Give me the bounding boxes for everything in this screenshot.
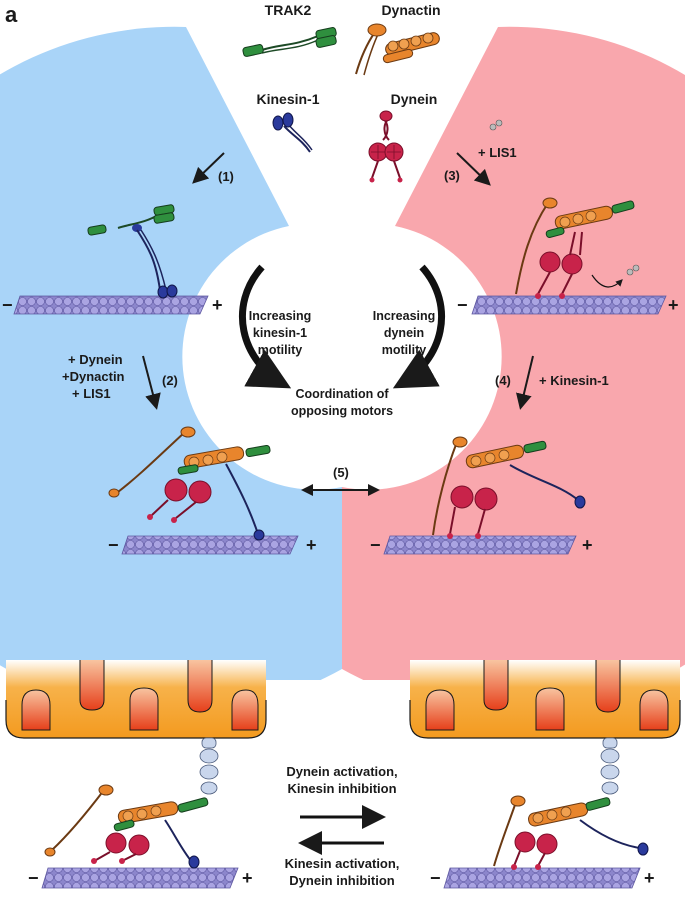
- center-left-line1: Increasing: [249, 309, 312, 323]
- step-5-label: (5): [333, 465, 349, 480]
- complex-b-left: [44, 784, 209, 869]
- arrow-step-3: [456, 152, 491, 186]
- center-right-line3: motility: [382, 343, 426, 357]
- mtbr-minus: −: [430, 868, 441, 888]
- arrow-step-1: [192, 152, 225, 184]
- arrow-step-4: [516, 355, 534, 410]
- panel-a-label: a: [5, 2, 18, 27]
- microtubule-1: − +: [2, 295, 223, 315]
- panel-b-transitions: Dynein activation, Kinesin inhibition Ki…: [285, 764, 400, 888]
- kinesin-half-ring: [0, 26, 342, 680]
- step-2-line3: + LIS1: [72, 386, 111, 401]
- legend-dynactin: Dynactin: [381, 2, 440, 18]
- mt2-plus: +: [306, 535, 317, 555]
- center-right-line2: dynein: [384, 326, 424, 340]
- complex-state-3: [489, 119, 640, 299]
- complex-state-4: [432, 436, 586, 539]
- mitochondrion-left: [5, 660, 267, 739]
- microtubule-b-left: − +: [28, 867, 253, 889]
- legend-dynein: Dynein: [391, 91, 438, 107]
- step-3-label: (3): [444, 168, 460, 183]
- step-3-text: + LIS1: [478, 145, 517, 160]
- arrow-step-2: [142, 355, 161, 410]
- mt4-plus: +: [582, 535, 593, 555]
- trak2-icon: [242, 27, 337, 57]
- dynein-icon: [368, 110, 404, 183]
- legend-trak2: TRAK2: [265, 2, 312, 18]
- center-bottom-line1: Coordination of: [295, 387, 389, 401]
- mitochondrion-right: [409, 660, 681, 739]
- step-4-label: (4): [495, 373, 511, 388]
- microtubule-4: − +: [370, 535, 593, 555]
- left-curved-arrow: [238, 264, 292, 389]
- mtbr-plus: +: [644, 868, 655, 888]
- complex-b-right: [493, 795, 649, 870]
- legend-kinesin: Kinesin-1: [256, 91, 319, 107]
- step-4-text: + Kinesin-1: [539, 373, 609, 388]
- center-left-line2: kinesin-1: [253, 326, 307, 340]
- center-left-line3: motility: [258, 343, 302, 357]
- b-top-line1: Dynein activation,: [286, 764, 397, 779]
- mt3-plus: +: [668, 295, 679, 315]
- microtubule-b-right: − +: [430, 867, 655, 889]
- step-2-line1: + Dynein: [68, 352, 123, 367]
- anchor-left: [199, 737, 219, 795]
- microtubule-3: − +: [457, 295, 679, 315]
- legend: TRAK2 Dynactin Kinesin-1 Dynein: [242, 2, 441, 183]
- center-text: Increasing kinesin-1 motility Increasing…: [249, 309, 436, 418]
- mtbl-plus: +: [242, 868, 253, 888]
- center-right-line1: Increasing: [373, 309, 436, 323]
- mtbl-minus: −: [28, 868, 39, 888]
- complex-state-2: [108, 426, 271, 541]
- microtubule-2: − +: [108, 535, 317, 555]
- b-bottom-line1: Kinesin activation,: [285, 856, 400, 871]
- dynactin-icon: [355, 23, 440, 76]
- kinesin-icon: [272, 112, 313, 153]
- right-curved-arrow: [392, 264, 446, 389]
- mt1-plus: +: [212, 295, 223, 315]
- step-2-line2: +Dynactin: [62, 369, 125, 384]
- dynein-half-ring: [342, 26, 685, 680]
- microtubules: − + − + − + − + − + − +: [2, 295, 679, 889]
- anchor-right: [600, 737, 620, 795]
- ring-background: [0, 26, 685, 680]
- mt1-minus: −: [2, 295, 13, 315]
- mt2-minus: −: [108, 535, 119, 555]
- b-top-line2: Kinesin inhibition: [287, 781, 396, 796]
- center-bottom-line2: opposing motors: [291, 404, 393, 418]
- step-2-label: (2): [162, 373, 178, 388]
- mt3-minus: −: [457, 295, 468, 315]
- step-1-label: (1): [218, 169, 234, 184]
- mt4-minus: −: [370, 535, 381, 555]
- step-arrows: (1) (2) + Dynein +Dynactin + LIS1 + LIS1…: [62, 145, 609, 496]
- b-bottom-line2: Dynein inhibition: [289, 873, 394, 888]
- complex-state-1: [87, 204, 178, 299]
